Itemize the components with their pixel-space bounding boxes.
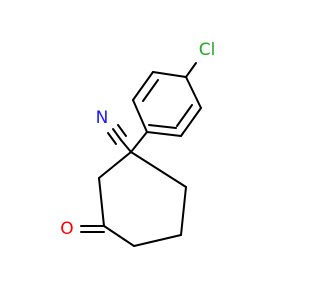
aromatic-bond-4 — [185, 76, 202, 109]
nitrile-c-bond — [120, 139, 132, 153]
aromatic-bond-2 — [132, 71, 154, 101]
bond-carbonyl-ch2b — [103, 225, 135, 247]
nitrogen-atom-label: N — [96, 108, 109, 128]
aromatic-bond-6 — [146, 131, 182, 137]
bond-ch2a-carbonyl — [98, 177, 105, 227]
aromatic-inner-3 — [148, 124, 177, 129]
nitrile-triple-bond-3 — [107, 132, 117, 145]
bond-ch2c-ch2d — [180, 186, 187, 236]
structure-diagram: O N Cl — [60, 40, 216, 247]
aromatic-bond-1 — [132, 99, 148, 133]
cyclohexanone-ring — [98, 151, 187, 247]
aromatic-inner-1 — [142, 79, 159, 102]
nitrile-group: N — [96, 108, 132, 153]
bond-ch2d-quaternary — [130, 151, 187, 188]
bond-ch2b-ch2c — [133, 234, 182, 247]
aromatic-inner-2 — [176, 104, 193, 127]
molecule-canvas: O N Cl — [60, 40, 216, 247]
oxygen-atom-label: O — [60, 219, 73, 239]
bond-quaternary-ch2a — [98, 151, 132, 179]
bond-aryl-chlorine — [185, 62, 197, 78]
carbonyl-group: O — [60, 219, 105, 239]
aromatic-bond-5 — [180, 107, 202, 137]
aromatic-bond-3 — [152, 71, 187, 78]
nitrile-triple-bond-1 — [112, 128, 122, 141]
nitrile-triple-bond-2 — [117, 124, 127, 137]
bond-quaternary-ipso — [130, 131, 148, 153]
chlorine-atom-label: Cl — [199, 40, 216, 60]
chlorophenyl-ring: Cl — [130, 40, 216, 153]
